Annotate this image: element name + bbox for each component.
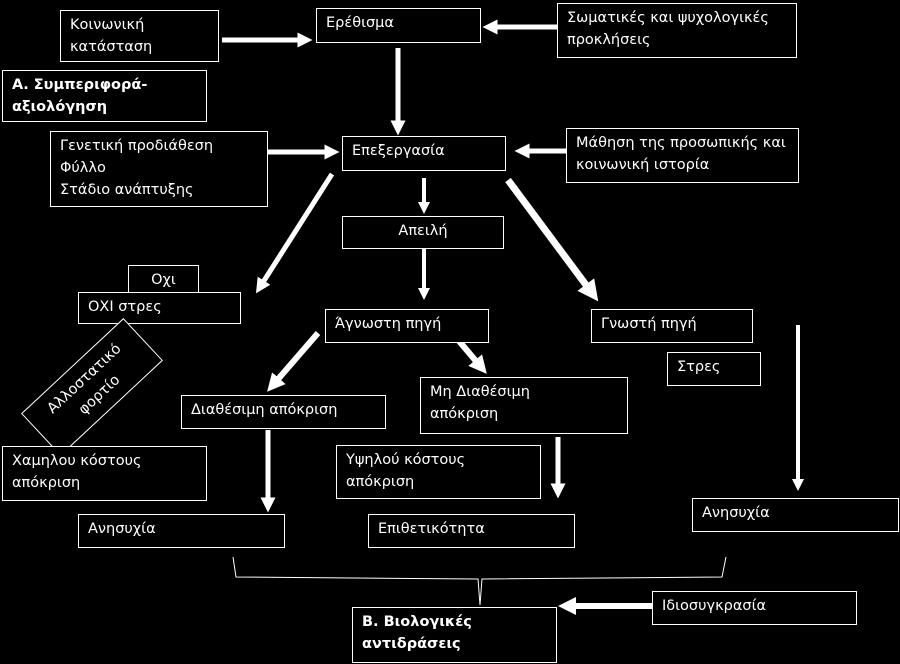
box-genetic: Γενετική προδιάθεση Φύλλο Στάδιο ανάπτυξ… (50, 131, 268, 207)
arrow-processing-to-known (505, 177, 599, 302)
bracket (232, 556, 727, 606)
box-unavailable-response: Μη Διαθέσιμη απόκριση (420, 377, 628, 434)
box-threat: Απειλή (342, 216, 504, 249)
arrow-processing-to-nostress (255, 172, 335, 294)
arrow-unknown-to-available (267, 331, 321, 392)
box-anxiety-right: Ανησυχία (692, 498, 899, 532)
box-social-status: Κοινωνική κατάσταση (60, 10, 219, 62)
box-known-source: Γνωστή πηγή (591, 309, 753, 343)
box-behavior-assessment: Α. Συμπεριφορά- αξιολόγηση (2, 70, 207, 122)
box-aggressiveness: Επιθετικότητα (368, 514, 575, 548)
box-high-cost: Υψηλού κόστους απόκριση (336, 445, 541, 499)
arrow-unknown-to-unavailable (456, 339, 487, 374)
box-low-cost: Χαμηλου κόστους απόκριση (2, 446, 207, 501)
box-stress: Στρες (667, 352, 761, 386)
box-learning: Μάθηση της προσωπικής και κοινωνική ιστο… (566, 128, 799, 183)
box-processing: Επεξεργασία (342, 136, 506, 171)
box-stimulus: Ερέθισμα (316, 8, 481, 43)
box-no-stress: ΟΧΙ στρες (78, 292, 241, 324)
box-available-response: Διαθέσιμη απόκριση (181, 395, 386, 429)
box-unknown-source: Άγνωστη πηγή (325, 309, 489, 343)
box-anxiety-left: Ανησυχία (78, 514, 285, 548)
box-challenges: Σωματικές και ψυχολογικές προκλήσεις (557, 3, 797, 58)
box-biological-reactions: Β. Βιολογικές αντιδράσεις (352, 607, 557, 663)
box-temperament: Ιδιοσυγκρασία (652, 591, 857, 625)
